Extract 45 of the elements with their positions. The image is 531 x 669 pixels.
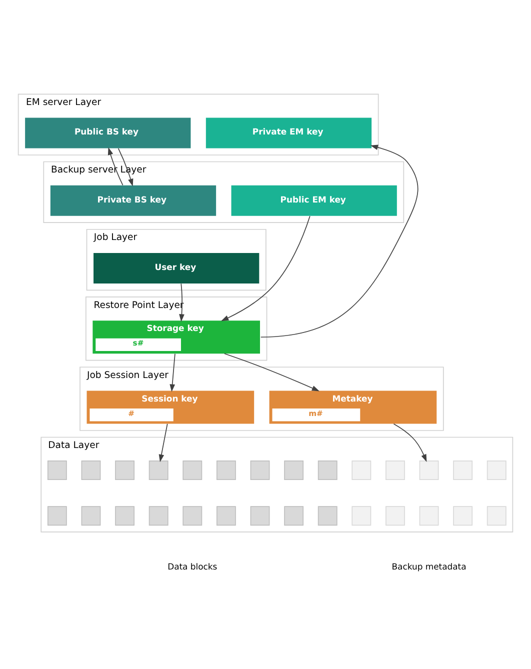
node-box xyxy=(250,460,270,480)
node-box xyxy=(453,506,473,526)
node-box xyxy=(182,460,202,480)
arrow xyxy=(260,144,418,338)
node-box: Public EM key xyxy=(231,184,397,216)
arrow xyxy=(108,146,124,186)
node-box: Private EM key xyxy=(206,117,372,148)
label: Backup metadata xyxy=(392,561,466,572)
node-box xyxy=(486,460,506,480)
node-box xyxy=(386,460,405,480)
node-box xyxy=(453,460,473,480)
node-box xyxy=(216,460,236,480)
node-box xyxy=(318,506,338,526)
cluster: Data Layer xyxy=(40,436,514,532)
label: Data blocks xyxy=(168,561,218,572)
node-box xyxy=(182,506,202,526)
node-box xyxy=(47,506,67,526)
node-box xyxy=(148,460,168,480)
node-box xyxy=(81,506,101,526)
node-box xyxy=(419,460,439,480)
node-box xyxy=(352,506,372,526)
node-box xyxy=(486,506,506,526)
node-box xyxy=(250,506,270,526)
arrow xyxy=(170,352,176,392)
node-box xyxy=(115,506,134,526)
node-box xyxy=(318,460,338,480)
arrow xyxy=(158,422,168,462)
node-box xyxy=(115,460,134,480)
arrow xyxy=(179,282,184,322)
node-box: Public BS key xyxy=(25,117,191,148)
node-box xyxy=(216,506,236,526)
node-box xyxy=(419,506,439,526)
node-box xyxy=(284,506,304,526)
arrow xyxy=(221,215,310,321)
arrow xyxy=(118,148,134,186)
node-box xyxy=(352,460,372,480)
node-box xyxy=(148,506,168,526)
node-box: User key xyxy=(94,252,260,283)
node-box xyxy=(47,460,67,480)
node-box xyxy=(386,506,405,526)
node-box: Private BS key xyxy=(50,184,216,216)
arrow xyxy=(393,422,427,462)
node-box xyxy=(284,460,304,480)
node-box xyxy=(81,460,101,480)
arrow xyxy=(224,352,320,391)
